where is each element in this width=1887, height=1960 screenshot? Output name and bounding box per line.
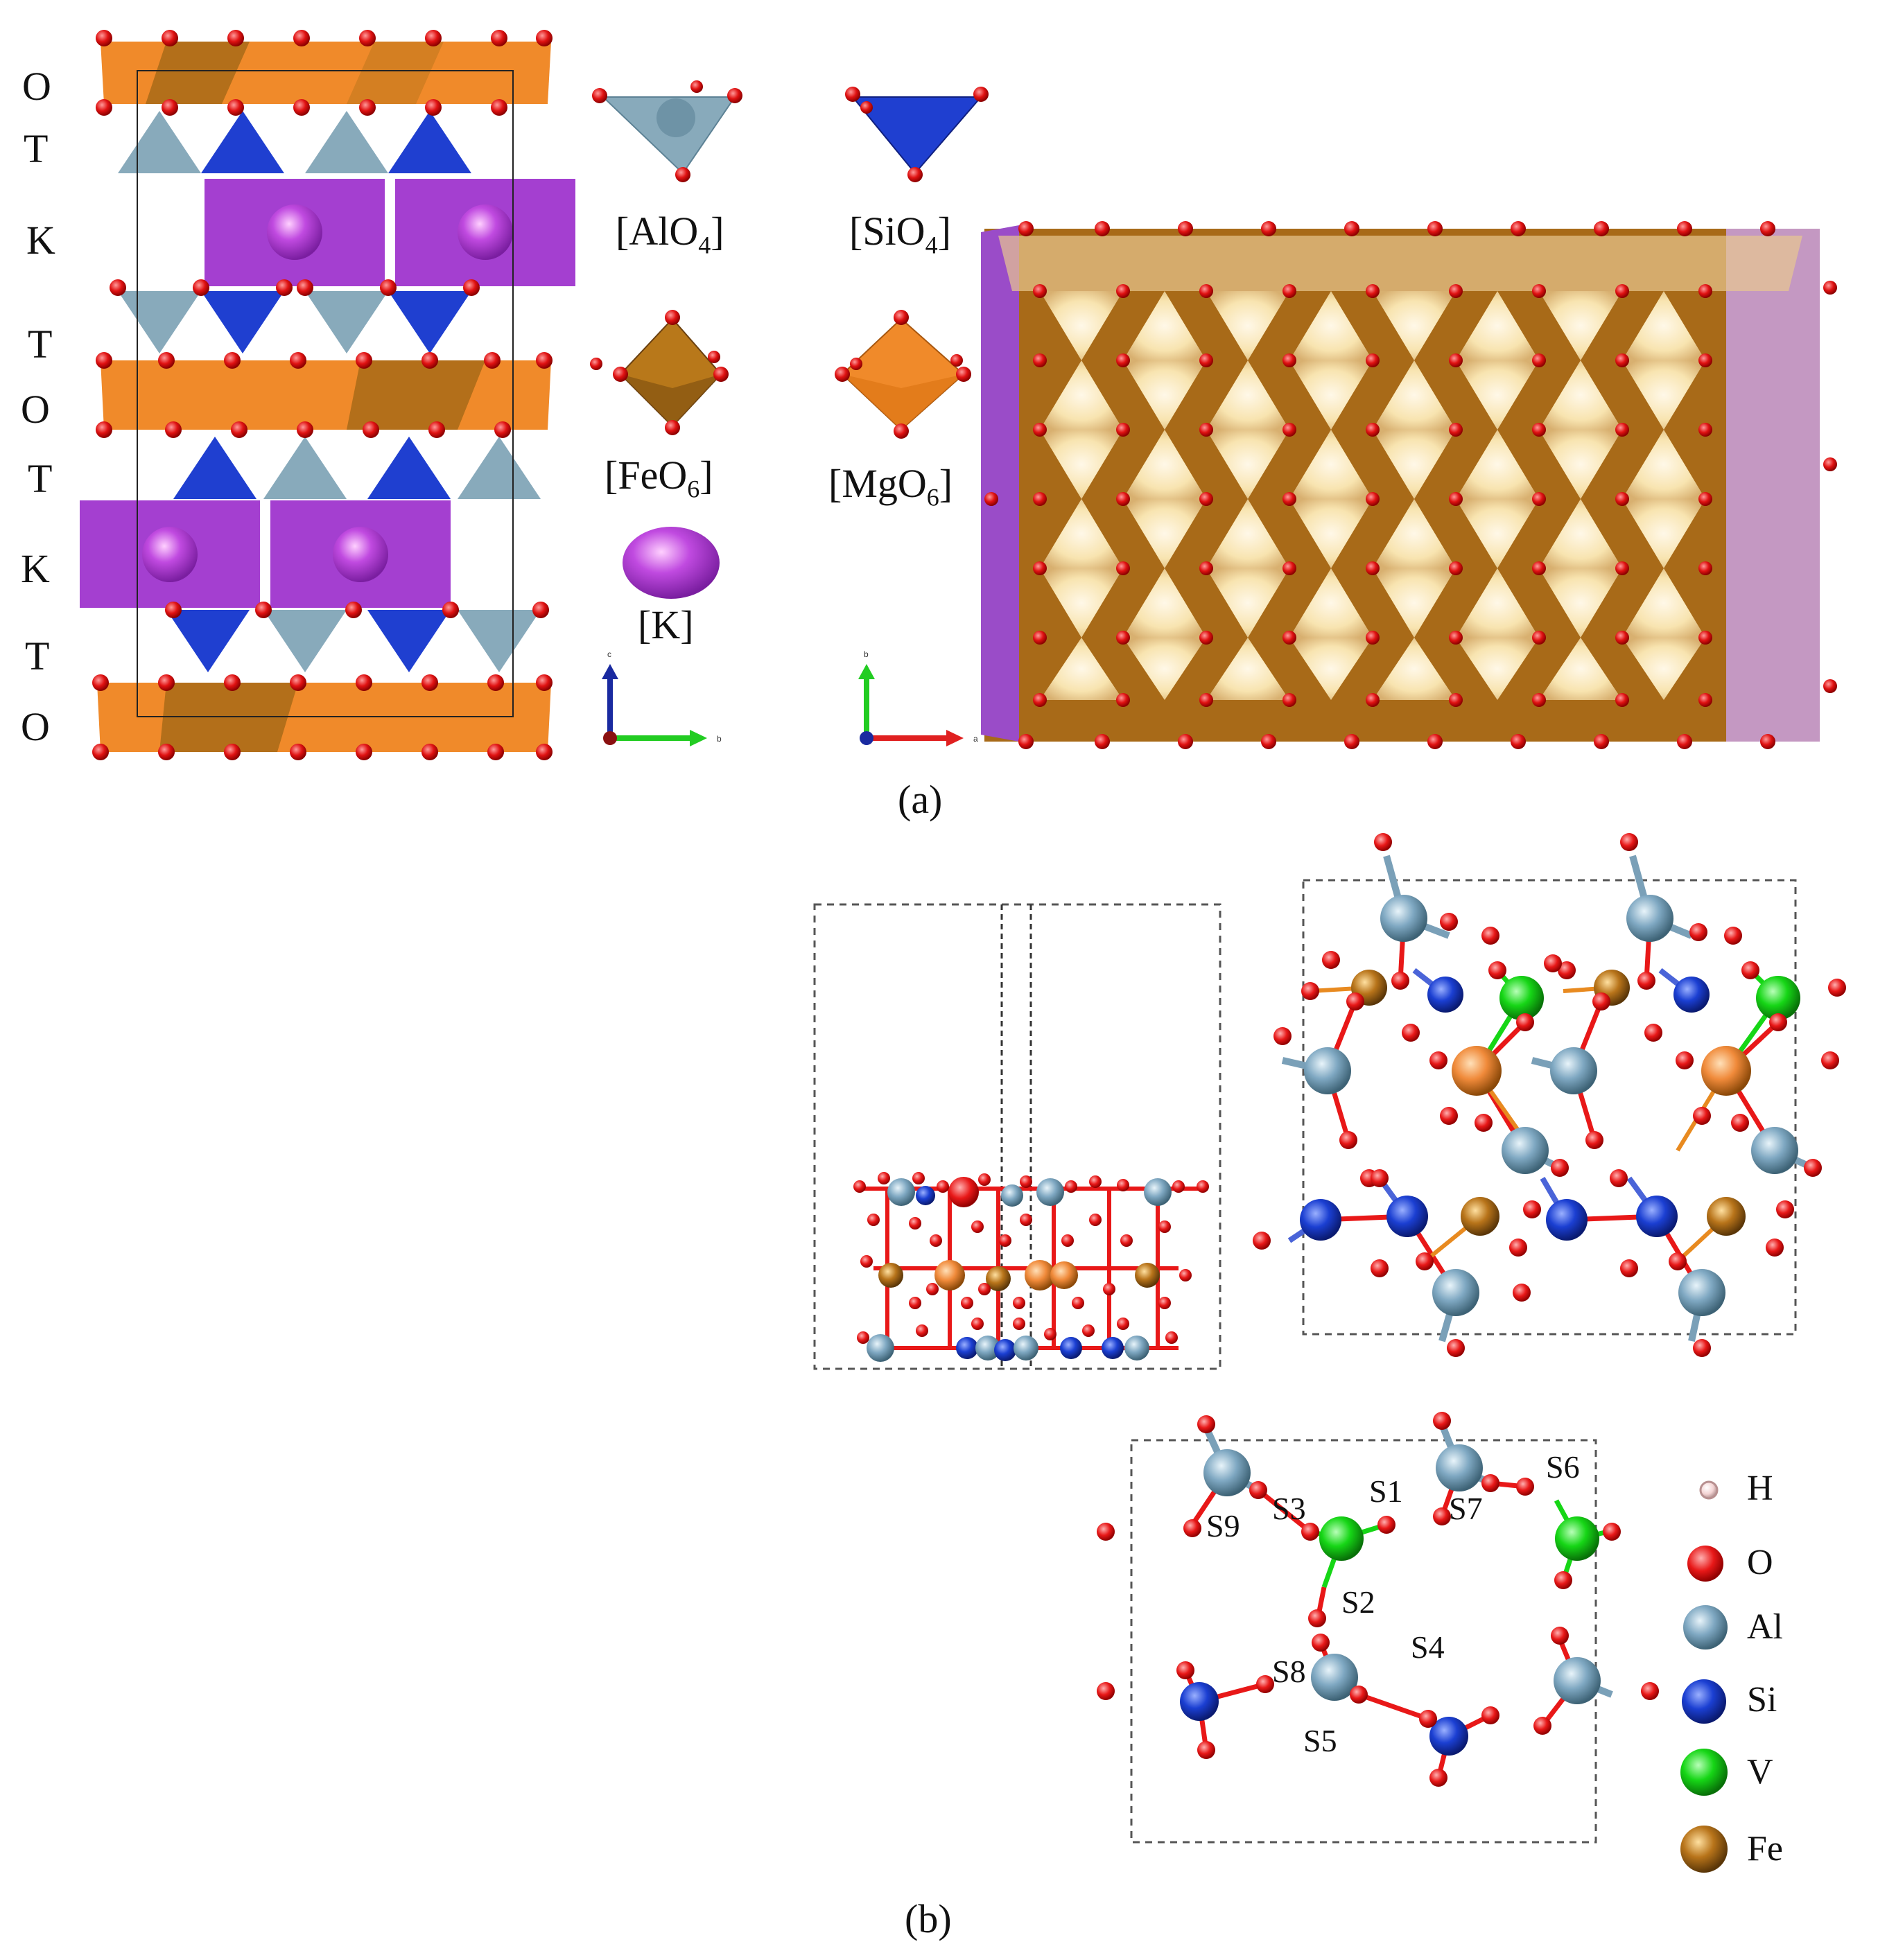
axis-label-a: a <box>973 734 978 744</box>
legend-label-h: H <box>1747 1469 1773 1508</box>
k-icon <box>623 527 720 599</box>
caption-b: (b) <box>905 1896 952 1941</box>
legend-label-v: V <box>1747 1752 1773 1792</box>
axis-indicator-top: b a <box>858 649 978 746</box>
panel-b: S1 S2 S3 S4 S5 S6 S7 S8 S9 H O Al Si V F… <box>0 818 1887 1960</box>
slab-side-view <box>813 903 1221 1370</box>
tetrahedral-layer-2 <box>118 291 471 353</box>
site-label-s8: S8 <box>1272 1654 1306 1689</box>
site-label-s3: S3 <box>1272 1491 1306 1526</box>
sio4-icon <box>845 87 989 182</box>
layer-label-o-2: O <box>21 387 50 432</box>
tetrahedral-layer-3 <box>173 437 541 499</box>
layer-label-t-3: T <box>28 456 53 501</box>
label-feo6: [FeO6] <box>605 453 713 503</box>
side-view-structure: c b <box>80 30 1837 760</box>
axis-label-b: b <box>717 734 722 744</box>
legend-label-o: O <box>1747 1543 1773 1582</box>
alo4-icon <box>592 80 742 182</box>
site-label-s7: S7 <box>1449 1491 1483 1526</box>
top-view-structure <box>981 221 1837 749</box>
site-label-s5: S5 <box>1303 1723 1337 1758</box>
layer-label-t-2: T <box>28 322 53 367</box>
panel-a: O T K T O T K T O <box>0 0 1887 832</box>
site-label-s1: S1 <box>1369 1473 1403 1509</box>
layer-label-t-1: T <box>24 126 49 171</box>
label-sio4: [SiO4] <box>849 209 951 259</box>
tetrahedral-layer-1 <box>118 111 471 173</box>
tetrahedral-layer-4 <box>166 610 541 672</box>
legend-label-si: Si <box>1747 1680 1777 1720</box>
layer-label-k-2: K <box>21 546 50 591</box>
panel-b-structures <box>813 833 1846 1873</box>
adsorption-site-view <box>1097 1412 1659 1844</box>
site-label-s4: S4 <box>1411 1629 1445 1665</box>
feo6-icon <box>590 310 729 435</box>
axis-label-c: c <box>607 649 611 659</box>
legend-atoms <box>1680 1480 1728 1873</box>
site-label-s2: S2 <box>1341 1584 1375 1620</box>
potassium-layer-1 <box>205 179 575 286</box>
site-label-s9: S9 <box>1206 1508 1240 1543</box>
potassium-layer-2 <box>80 500 451 608</box>
label-mgo6: [MgO6] <box>828 461 953 511</box>
layer-label-t-4: T <box>25 633 50 679</box>
legend-label-fe: Fe <box>1747 1829 1783 1869</box>
mgo6-icon <box>835 310 971 439</box>
octahedral-layer-top <box>101 42 551 104</box>
axis-label-b-top: b <box>864 649 869 659</box>
slab-top-view <box>1253 833 1846 1357</box>
label-alo4: [AlO4] <box>616 209 724 259</box>
label-k: [K] <box>638 602 694 647</box>
caption-a: (a) <box>898 777 943 822</box>
legend-label-al: Al <box>1747 1607 1783 1647</box>
layer-label-o-1: O <box>22 64 51 109</box>
site-label-s6: S6 <box>1546 1449 1580 1485</box>
layer-label-o-3: O <box>21 704 50 749</box>
layer-label-k-1: K <box>26 218 55 263</box>
oxygen-atoms-side-view <box>92 30 553 760</box>
octahedral-layer-middle <box>101 360 551 430</box>
unit-cell-outline <box>137 70 514 717</box>
axis-indicator-side: c b <box>602 649 722 746</box>
